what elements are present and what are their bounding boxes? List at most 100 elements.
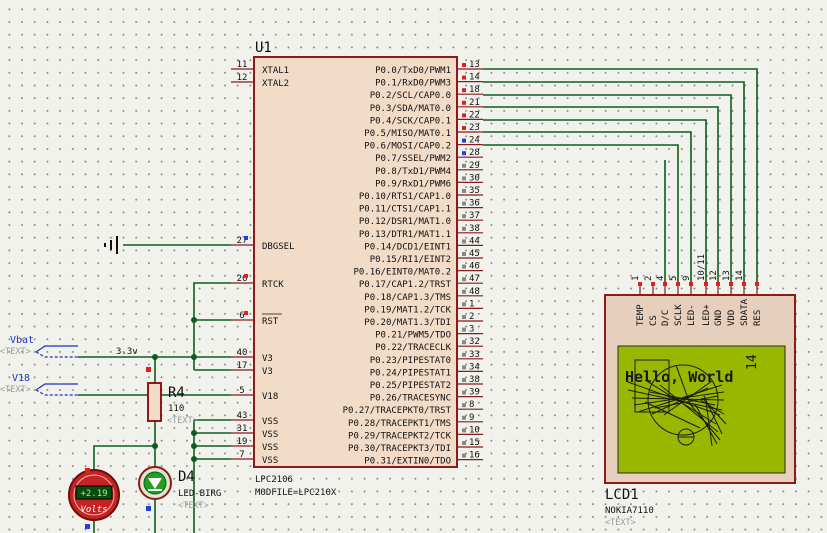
lcd-pin[interactable]: 4D/C (656, 276, 671, 326)
lcd-nokia7110[interactable]: 1TEMP2CS4D/C5SCLK9LED-10/11LED+12GND13VD… (604, 254, 796, 528)
terminal-v18-label: V18 (12, 373, 30, 384)
pin-name: P0.3/SDA/MAT0.0 (370, 104, 451, 114)
resistor-r4[interactable]: R4 110 <TEXT> (146, 367, 198, 426)
pin-number: 27 (237, 236, 248, 246)
lcd-pin[interactable]: 2CS (644, 276, 659, 326)
pin-number: 29 (469, 161, 480, 171)
terminal-v18[interactable]: V18 <TEXT> (0, 373, 78, 396)
lcd-screen-text: Hello, World (625, 368, 733, 386)
pin-name: D/C (661, 310, 671, 326)
u1-pin-right[interactable]: 3P0.21/PWM5/TDO (375, 325, 483, 341)
pin-number: 26 (237, 274, 248, 284)
pin-number: 1 (469, 299, 474, 309)
pin-number: 5 (239, 386, 244, 396)
lcd-graphics (627, 359, 727, 447)
pin-name: P0.18/CAP1.3/TMS (364, 293, 451, 303)
lcd-pins: 1TEMP2CS4D/C5SCLK9LED-10/11LED+12GND13VD… (631, 254, 763, 326)
voltmeter[interactable]: +2.19 Volts (68, 468, 120, 529)
pin-name: P0.19/MAT1.2/TCK (364, 305, 451, 315)
u1-right-pins: 13P0.0/TxD0/PWM114P0.1/RxD0/PWM318P0.2/S… (343, 60, 483, 467)
led-d4[interactable]: D4 LED-BIRG <TEXT> (138, 466, 221, 511)
pin-name: DBGSEL (262, 242, 295, 252)
probe-marker (85, 468, 90, 473)
ic-u1[interactable]: U1 LPC2106 MODFILE=LPC210X 11XTAL112XTAL… (231, 40, 483, 498)
u1-pin-right[interactable]: 9P0.28/TRACEPKT1/TMS (348, 413, 483, 429)
pin-name: P0.21/PWM5/TDO (375, 331, 451, 341)
u1-pin-right[interactable]: 2P0.20/MAT1.3/TDI (364, 312, 483, 328)
u1-pin-right[interactable]: 8P0.27/TRACEPKT0/TRST (343, 400, 483, 416)
pin-number: 8 (469, 400, 474, 410)
d4-ref: D4 (178, 469, 195, 485)
pin-number: 39 (469, 388, 480, 398)
pin-name: P0.1/RxD0/PWM3 (375, 79, 451, 89)
terminal-vbat[interactable]: Vbat <TEXT> 3.3v (0, 335, 138, 358)
pin-number: 31 (237, 424, 248, 434)
lcd-pin[interactable]: RES (753, 282, 763, 326)
pin-name: P0.24/PIPESTAT1 (370, 368, 451, 378)
pin-name: P0.31/EXTIN0/TDO (364, 457, 451, 467)
pin-number: 33 (469, 350, 480, 360)
pin-name: SCLK (674, 304, 684, 326)
u1-pin-right[interactable]: 1P0.19/MAT1.2/TCK (364, 299, 483, 315)
voltmeter-value: +2.19 (80, 489, 107, 499)
pin-number: 40 (237, 348, 248, 358)
pin-name: LED- (687, 304, 697, 326)
pin-name: VSS (262, 443, 278, 453)
pin-number: 44 (469, 236, 480, 246)
ground-symbol[interactable] (104, 236, 118, 254)
pin-number: 35 (469, 186, 480, 196)
pin-number: 36 (469, 199, 480, 209)
pin-number: 12 (237, 73, 248, 83)
voltmeter-unit: Volts (80, 505, 107, 515)
pin-number: 21 (469, 98, 480, 108)
pin-number: 38 (469, 375, 480, 385)
